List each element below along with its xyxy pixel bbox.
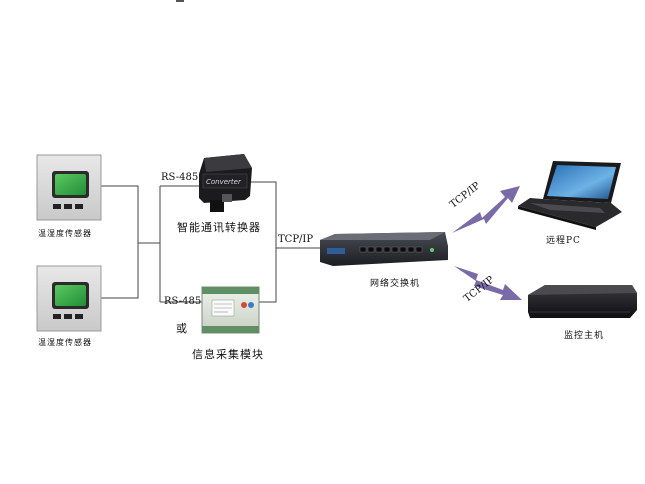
lightning-to-host — [454, 266, 522, 300]
collector-protocol-label: RS-485 — [164, 296, 202, 307]
lightning-links — [452, 186, 522, 300]
remote-pc-device — [518, 161, 622, 230]
converter-out-link — [251, 181, 277, 303]
monitor-host-label: 监控主机 — [564, 331, 605, 341]
converter-device: Converter — [199, 154, 252, 212]
converter-protocol-label: RS-485 — [161, 172, 199, 183]
lightning-to-pc — [452, 186, 520, 233]
collector-label: 信息采集模块 — [192, 348, 264, 361]
sensor-top-label: 温湿度传感器 — [38, 229, 92, 238]
connection-lines — [101, 181, 320, 303]
sensor-bottom-device — [36, 265, 102, 332]
sensor-top-link — [101, 185, 139, 299]
switch-device — [320, 232, 448, 266]
sensor-bottom-label: 温湿度传感器 — [38, 338, 92, 347]
top-tick-mark — [176, 0, 184, 2]
switch-protocol-label: TCP/IP — [278, 234, 314, 245]
remote-pc-label: 远程PC — [546, 236, 581, 246]
switch-label: 网络交换机 — [370, 279, 421, 289]
or-label: 或 — [176, 322, 188, 335]
sensor-top-device — [36, 154, 102, 221]
converter-label: 智能通讯转换器 — [177, 221, 261, 234]
collector-device — [201, 286, 260, 334]
monitor-host-device — [528, 285, 637, 318]
converter-device-text: Converter — [206, 178, 242, 186]
